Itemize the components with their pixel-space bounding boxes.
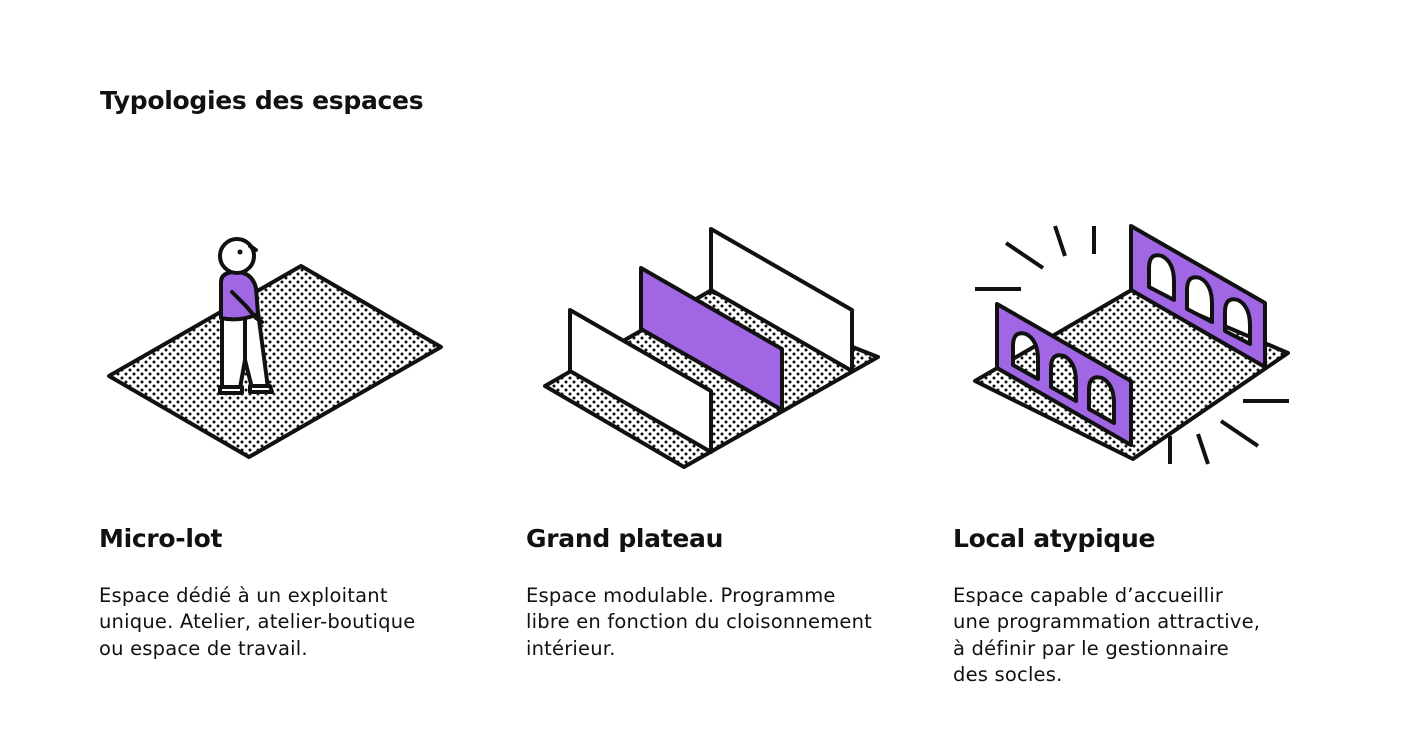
person-figure	[218, 237, 274, 395]
description-line: intérieur.	[526, 636, 616, 660]
description-line: Espace dédié à un exploitant	[99, 584, 388, 607]
card-title-micro-lot: Micro-lot	[99, 524, 223, 553]
wall-front	[568, 308, 713, 454]
emphasis-rays	[975, 225, 1289, 465]
arched-walls-icon	[973, 224, 1290, 465]
person-on-floor-plate-icon	[107, 237, 443, 459]
card-title-grand-plateau: Grand plateau	[526, 524, 724, 553]
description-line: des socles.	[953, 663, 1063, 687]
card-description-micro-lot: Espace dédié à un exploitant unique. Ate…	[99, 583, 415, 662]
description-line: Espace modulable. Programme	[526, 584, 836, 607]
description-line: une programmation attractive,	[953, 610, 1261, 634]
description-line: Espace capable d’accueillir	[953, 584, 1224, 607]
description-line: à définir par le gestionnaire	[953, 636, 1229, 660]
wall-back	[709, 227, 854, 373]
card-description-grand-plateau: Espace modulable. Programme libre en fon…	[526, 583, 872, 662]
arched-wall-front	[995, 302, 1133, 447]
description-line: libre en fonction du cloisonnement	[526, 610, 873, 634]
description-line: unique. Atelier, atelier-boutique	[99, 610, 416, 634]
card-description-local-atypique: Espace capable d’accueillir une programm…	[953, 583, 1260, 689]
wall-middle	[639, 266, 784, 412]
card-title-local-atypique: Local atypique	[953, 524, 1156, 553]
partition-walls-icon	[543, 227, 880, 469]
floor-plate	[107, 264, 443, 459]
description-line: ou espace de travail.	[99, 636, 308, 660]
page-title: Typologies des espaces	[100, 86, 424, 115]
arched-wall-back	[1129, 224, 1267, 369]
